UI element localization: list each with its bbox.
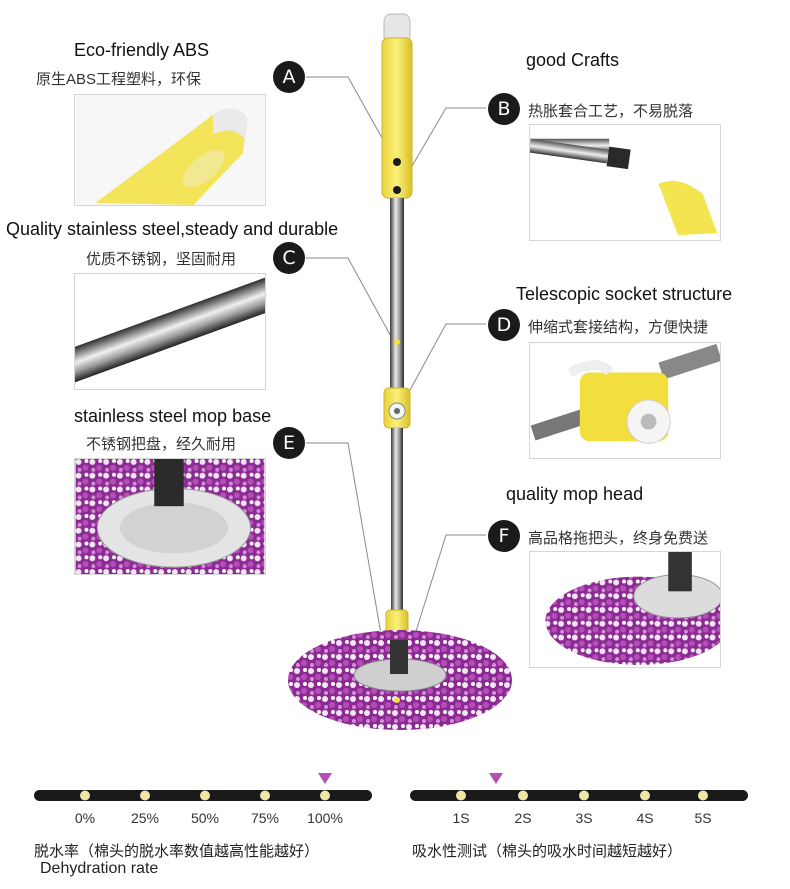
feature-d-subtitle: 伸缩式套接结构，方便快捷 xyxy=(528,319,709,336)
absorption-tick-label: 5S xyxy=(694,810,712,826)
absorption-tick-dot xyxy=(640,790,650,801)
dehydration-tick-label: 25% xyxy=(130,810,160,826)
feature-b-subtitle: 热胀套合工艺，不易脱落 xyxy=(528,103,694,120)
badge-d: D xyxy=(488,309,520,341)
dehydration-scale xyxy=(34,773,372,801)
absorption-scale xyxy=(410,773,748,801)
dehydration-tick-label: 50% xyxy=(190,810,220,826)
dehydration-tick-dot xyxy=(260,790,270,801)
dehydration-tick-dot xyxy=(80,790,90,801)
dehydration-tick-label: 100% xyxy=(307,810,343,826)
mop-illustration xyxy=(288,13,512,730)
absorption-tick-label: 2S xyxy=(514,810,532,826)
dehydration-tick-dot xyxy=(200,790,210,801)
absorption-marker xyxy=(489,773,503,784)
feature-e-subtitle: 不锈钢把盘，经久耐用 xyxy=(86,436,237,453)
photo-telescopic-lock xyxy=(529,342,721,459)
dehydration-tick-label: 0% xyxy=(74,810,96,826)
dehydration-tick-dot xyxy=(320,790,330,801)
dehydration-caption-en: Dehydration rate xyxy=(40,860,159,877)
feature-a-title: Eco-friendly ABS xyxy=(74,40,210,60)
dehydration-marker xyxy=(318,773,332,784)
absorption-tick-dot xyxy=(518,790,528,801)
absorption-tick-dot xyxy=(579,790,589,801)
photo-mop-head xyxy=(529,551,721,668)
feature-c-subtitle: 优质不锈钢，坚固耐用 xyxy=(86,251,237,268)
badge-a: A xyxy=(273,61,305,93)
absorption-tick-label: 4S xyxy=(636,810,654,826)
feature-c-title: Quality stainless steel,steady and durab… xyxy=(6,219,339,239)
absorption-tick-dot xyxy=(698,790,708,801)
feature-f-title: quality mop head xyxy=(506,484,644,504)
photo-abs-handle xyxy=(74,94,266,206)
feature-e-title: stainless steel mop base xyxy=(74,406,272,426)
photo-steel-pole xyxy=(74,273,266,390)
dehydration-tick-dot xyxy=(140,790,150,801)
absorption-tick-label: 3S xyxy=(575,810,593,826)
photo-thread-joint xyxy=(529,124,721,241)
dehydration-tick-label: 75% xyxy=(250,810,280,826)
badge-e: E xyxy=(273,427,305,459)
badge-f: F xyxy=(488,520,520,552)
absorption-caption-zh: 吸水性测试（棉头的吸水时间越短越好） xyxy=(412,843,683,860)
feature-a-subtitle: 原生ABS工程塑料，环保 xyxy=(36,71,202,88)
photo-mop-base xyxy=(74,458,266,575)
absorption-tick-label: 1S xyxy=(452,810,470,826)
absorption-tick-dot xyxy=(456,790,466,801)
badge-c: C xyxy=(273,242,305,274)
feature-d-title: Telescopic socket structure xyxy=(516,284,733,304)
feature-f-subtitle: 高品格拖把头，终身免费送 xyxy=(528,530,709,547)
feature-b-title: good Crafts xyxy=(526,50,620,70)
badge-b: B xyxy=(488,93,520,125)
dehydration-caption-zh: 脱水率（棉头的脱水率数值越高性能越好） xyxy=(34,843,320,860)
